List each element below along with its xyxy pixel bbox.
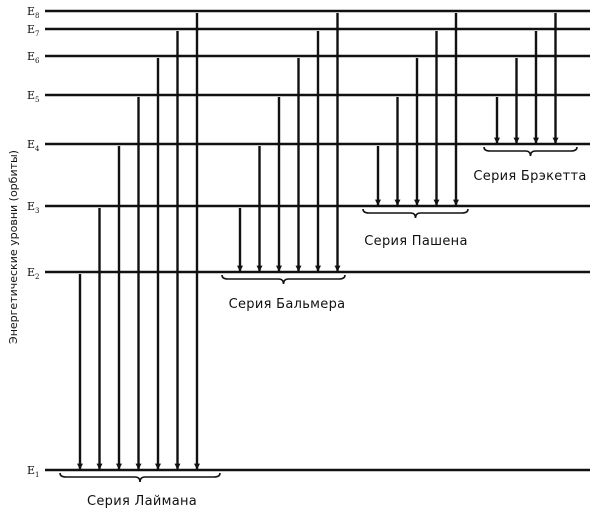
energy-level-label-8: E8 (27, 5, 40, 20)
energy-level-label-5: E5 (27, 89, 40, 104)
energy-level-label-6: E6 (27, 50, 40, 65)
series-label-3: Серия Пашена (364, 234, 467, 249)
levels-layer: E1 E2 E3 E4 E5 E6 E7 E8 (27, 5, 590, 479)
series-bracket-2 (221, 274, 346, 285)
arrows-layer (77, 13, 559, 470)
series-label-1: Серия Лаймана (87, 494, 197, 509)
series-bracket-4 (483, 146, 578, 157)
energy-level-label-7: E7 (27, 23, 40, 38)
series-label-4: Серия Брэкетта (473, 169, 586, 184)
energy-level-label-2: E2 (27, 266, 40, 281)
series-bracket-3 (362, 208, 469, 219)
series-layer: Серия Лаймана Серия Бальмера Серия Пашена С… (59, 146, 586, 509)
y-axis-label: Энергетические уровни (орбиты) (7, 150, 20, 344)
energy-level-label-4: E4 (27, 138, 40, 153)
series-bracket-1 (59, 472, 221, 483)
series-label-2: Серия Бальмера (229, 297, 346, 312)
energy-level-label-1: E1 (27, 464, 40, 479)
energy-level-label-3: E3 (27, 200, 40, 215)
